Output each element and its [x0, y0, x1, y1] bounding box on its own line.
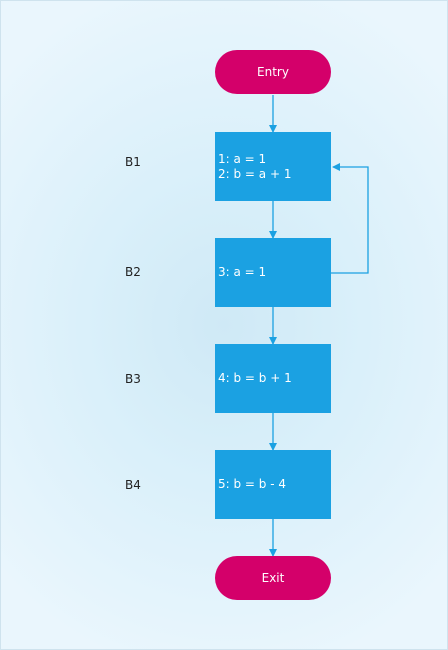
- block-label-b2: B2: [125, 265, 141, 279]
- exit-node: Exit: [215, 556, 331, 600]
- entry-node: Entry: [215, 50, 331, 94]
- block-b1: 1: a = 1 2: b = a + 1: [215, 132, 331, 201]
- edge-loop-b2-b1: [331, 163, 369, 274]
- block-label-b3: B3: [125, 372, 141, 386]
- block-label-b1: B1: [125, 155, 141, 169]
- block-b1-line-1: 1: a = 1: [218, 151, 267, 166]
- block-label-b4: B4: [125, 478, 141, 492]
- exit-label: Exit: [261, 571, 285, 585]
- block-b2: 3: a = 1: [215, 238, 331, 307]
- block-b4-line-1: 5: b = b - 4: [218, 477, 287, 491]
- block-b3-line-1: 4: b = b + 1: [218, 371, 292, 385]
- block-b4: 5: b = b - 4: [215, 450, 331, 519]
- entry-label: Entry: [257, 65, 289, 79]
- block-b2-line-1: 3: a = 1: [218, 265, 267, 279]
- block-b1-line-2: 2: b = a + 1: [218, 166, 292, 181]
- block-b3: 4: b = b + 1: [215, 344, 331, 413]
